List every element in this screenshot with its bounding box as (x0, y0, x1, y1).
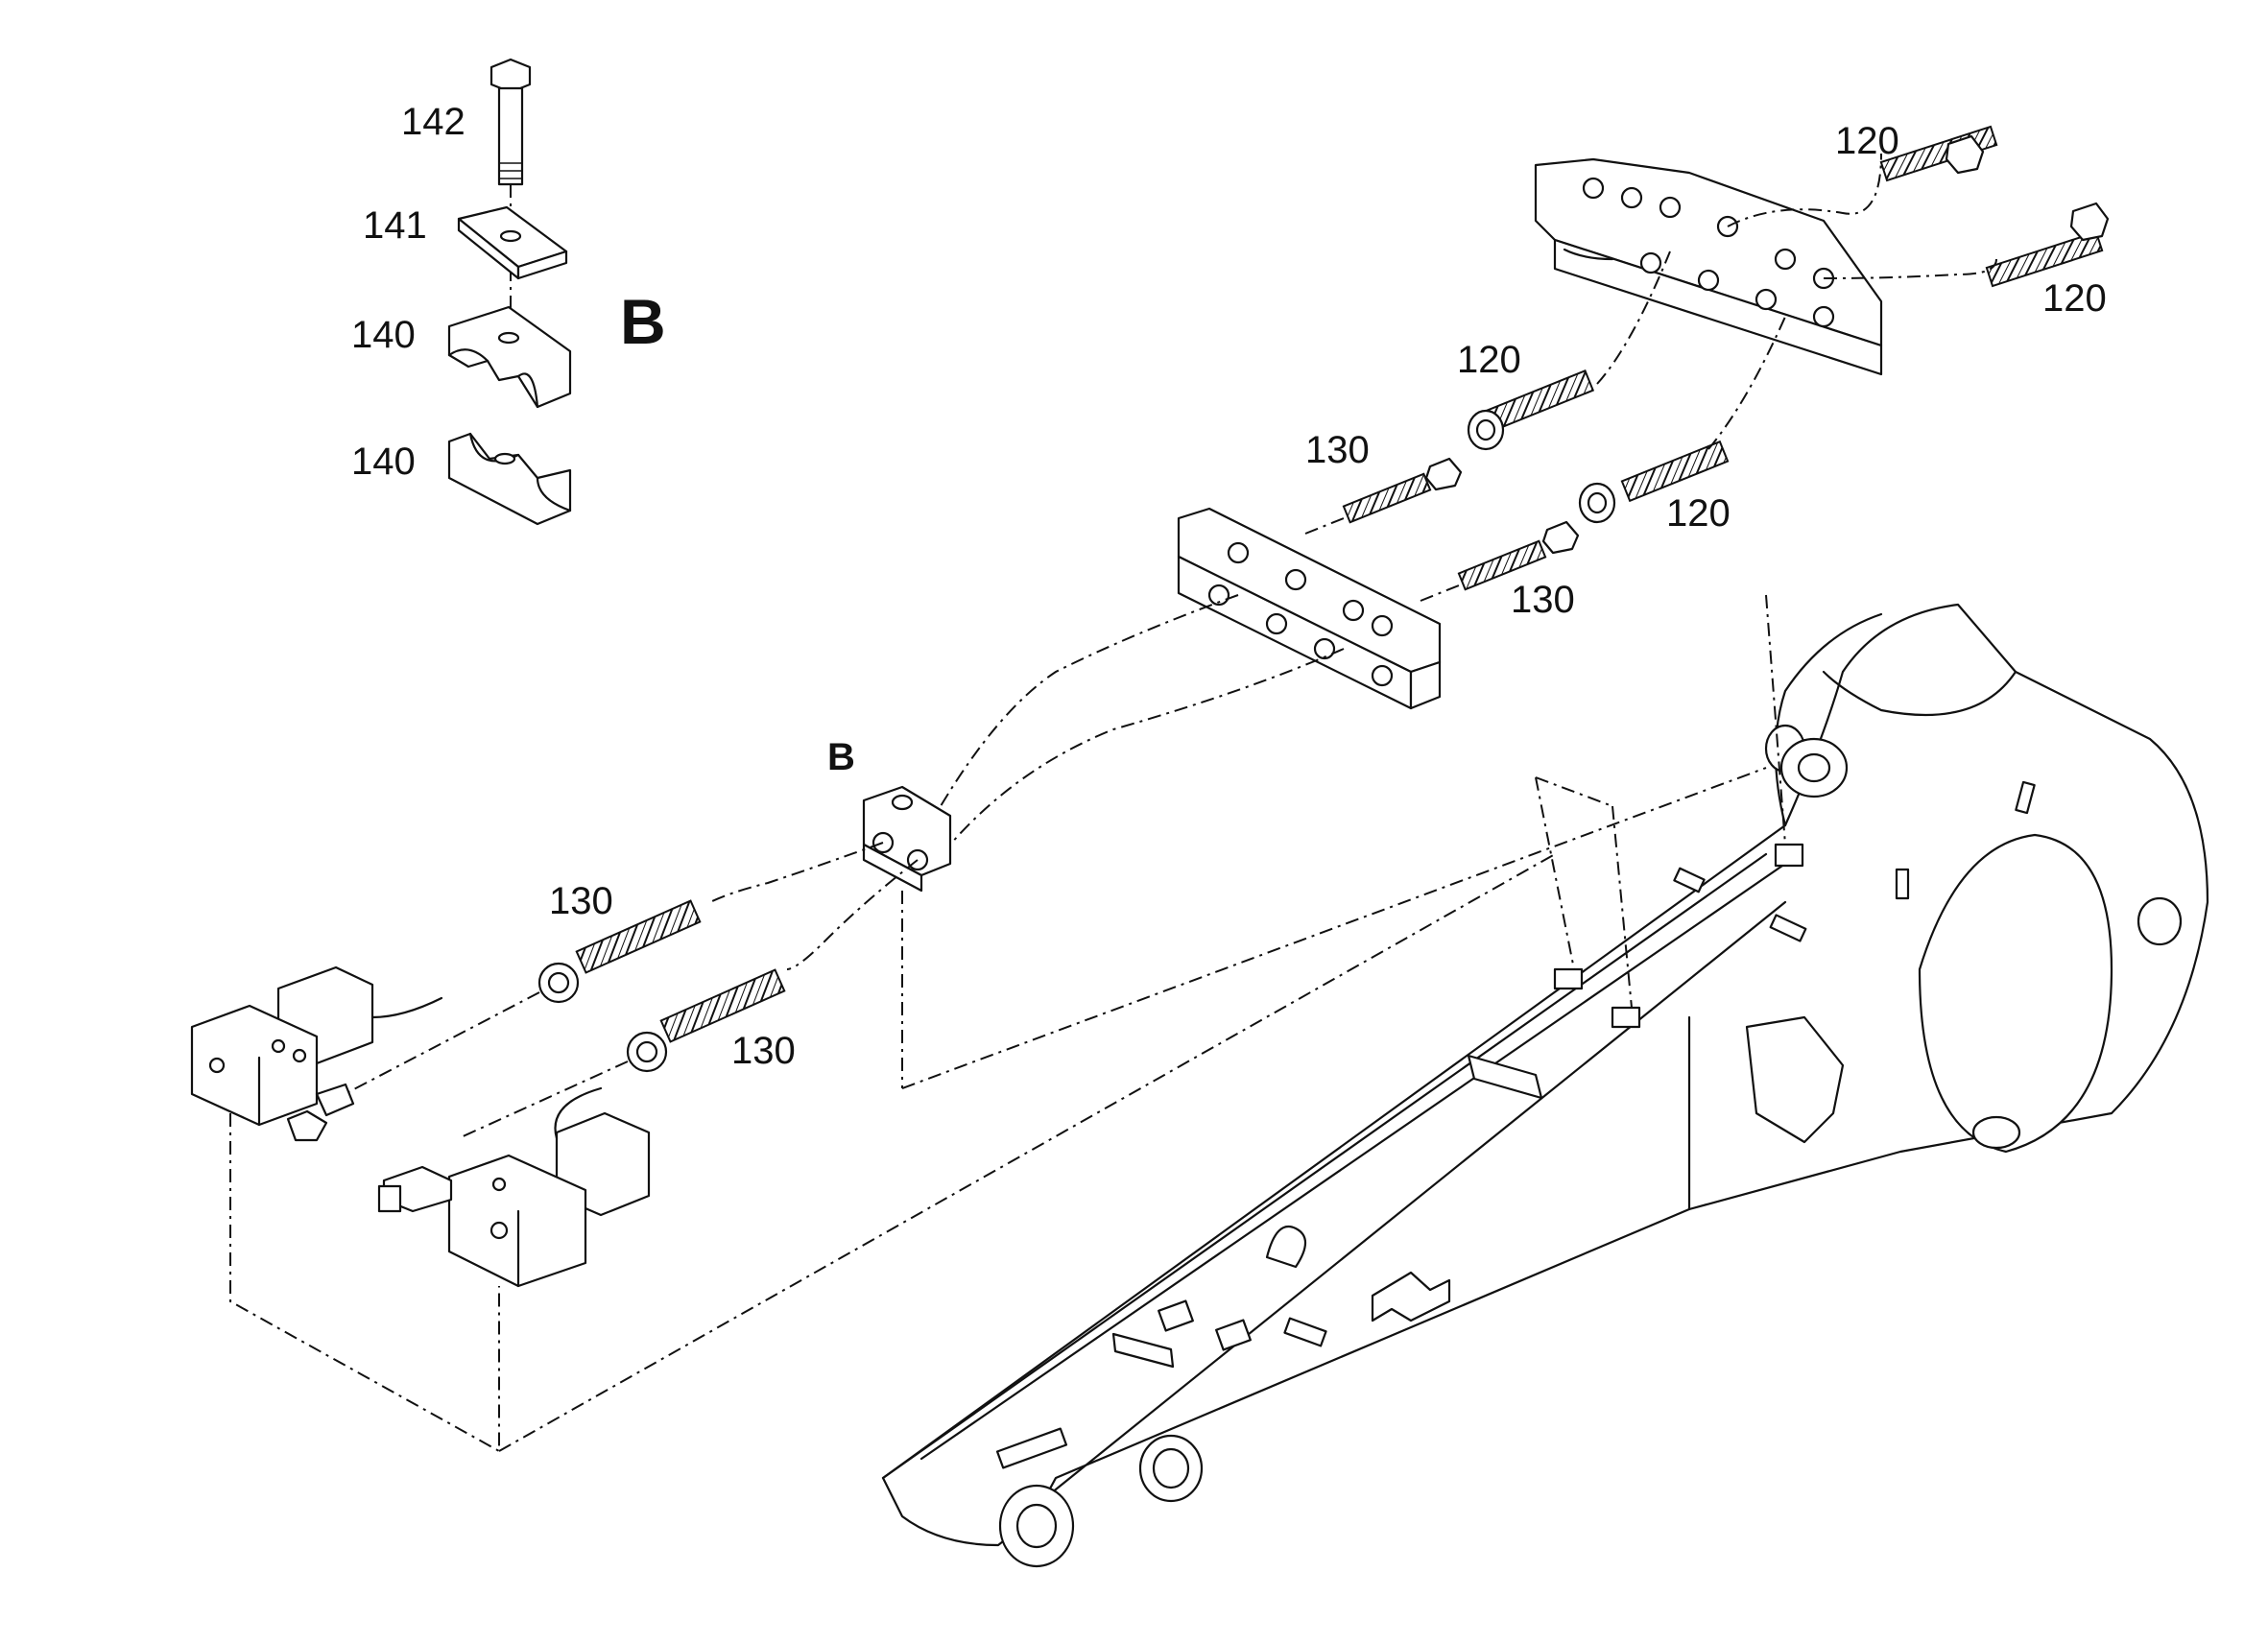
middle-clamp-bar (1177, 507, 1442, 710)
detail-b-title: B (620, 286, 666, 357)
hose-130-mid (1457, 520, 1580, 591)
hose-120-top-right (1879, 125, 1998, 182)
hose-120-right (1985, 202, 2110, 288)
upper-clamp-bar (1534, 157, 1883, 376)
hose-130-left-lower (626, 968, 786, 1073)
callout-130-mid: 130 (1511, 579, 1575, 621)
callout-120-lower: 120 (1666, 492, 1731, 535)
callout-140-lower: 140 (351, 441, 416, 483)
callout-120-right: 120 (2042, 277, 2107, 320)
hose-120-lower (1578, 440, 1730, 524)
clamp-b (862, 785, 952, 893)
boom-arm (881, 603, 2209, 1568)
detail-b-ref: B (827, 736, 855, 778)
callout-120-top: 120 (1835, 120, 1899, 162)
valve-block-lower (377, 1086, 651, 1288)
callout-130-left-lower: 130 (731, 1030, 796, 1072)
valve-block-upper (190, 965, 443, 1142)
hose-120-mid (1467, 369, 1595, 451)
detail-b-clamp-stack (447, 58, 572, 526)
hose-130-left-upper (537, 899, 702, 1004)
callout-120-mid: 120 (1457, 339, 1521, 381)
bolt-142 (489, 58, 532, 186)
callout-142: 142 (401, 101, 466, 143)
clamp-half-140-lower (447, 432, 572, 526)
callout-140-upper: 140 (351, 314, 416, 356)
cover-plate-141 (457, 205, 568, 280)
hose-130-upper (1342, 457, 1463, 524)
callout-141: 141 (363, 204, 427, 247)
callout-130-left-upper: 130 (549, 880, 613, 922)
clamp-half-140-upper (447, 305, 572, 409)
callout-130-upper: 130 (1305, 429, 1370, 471)
